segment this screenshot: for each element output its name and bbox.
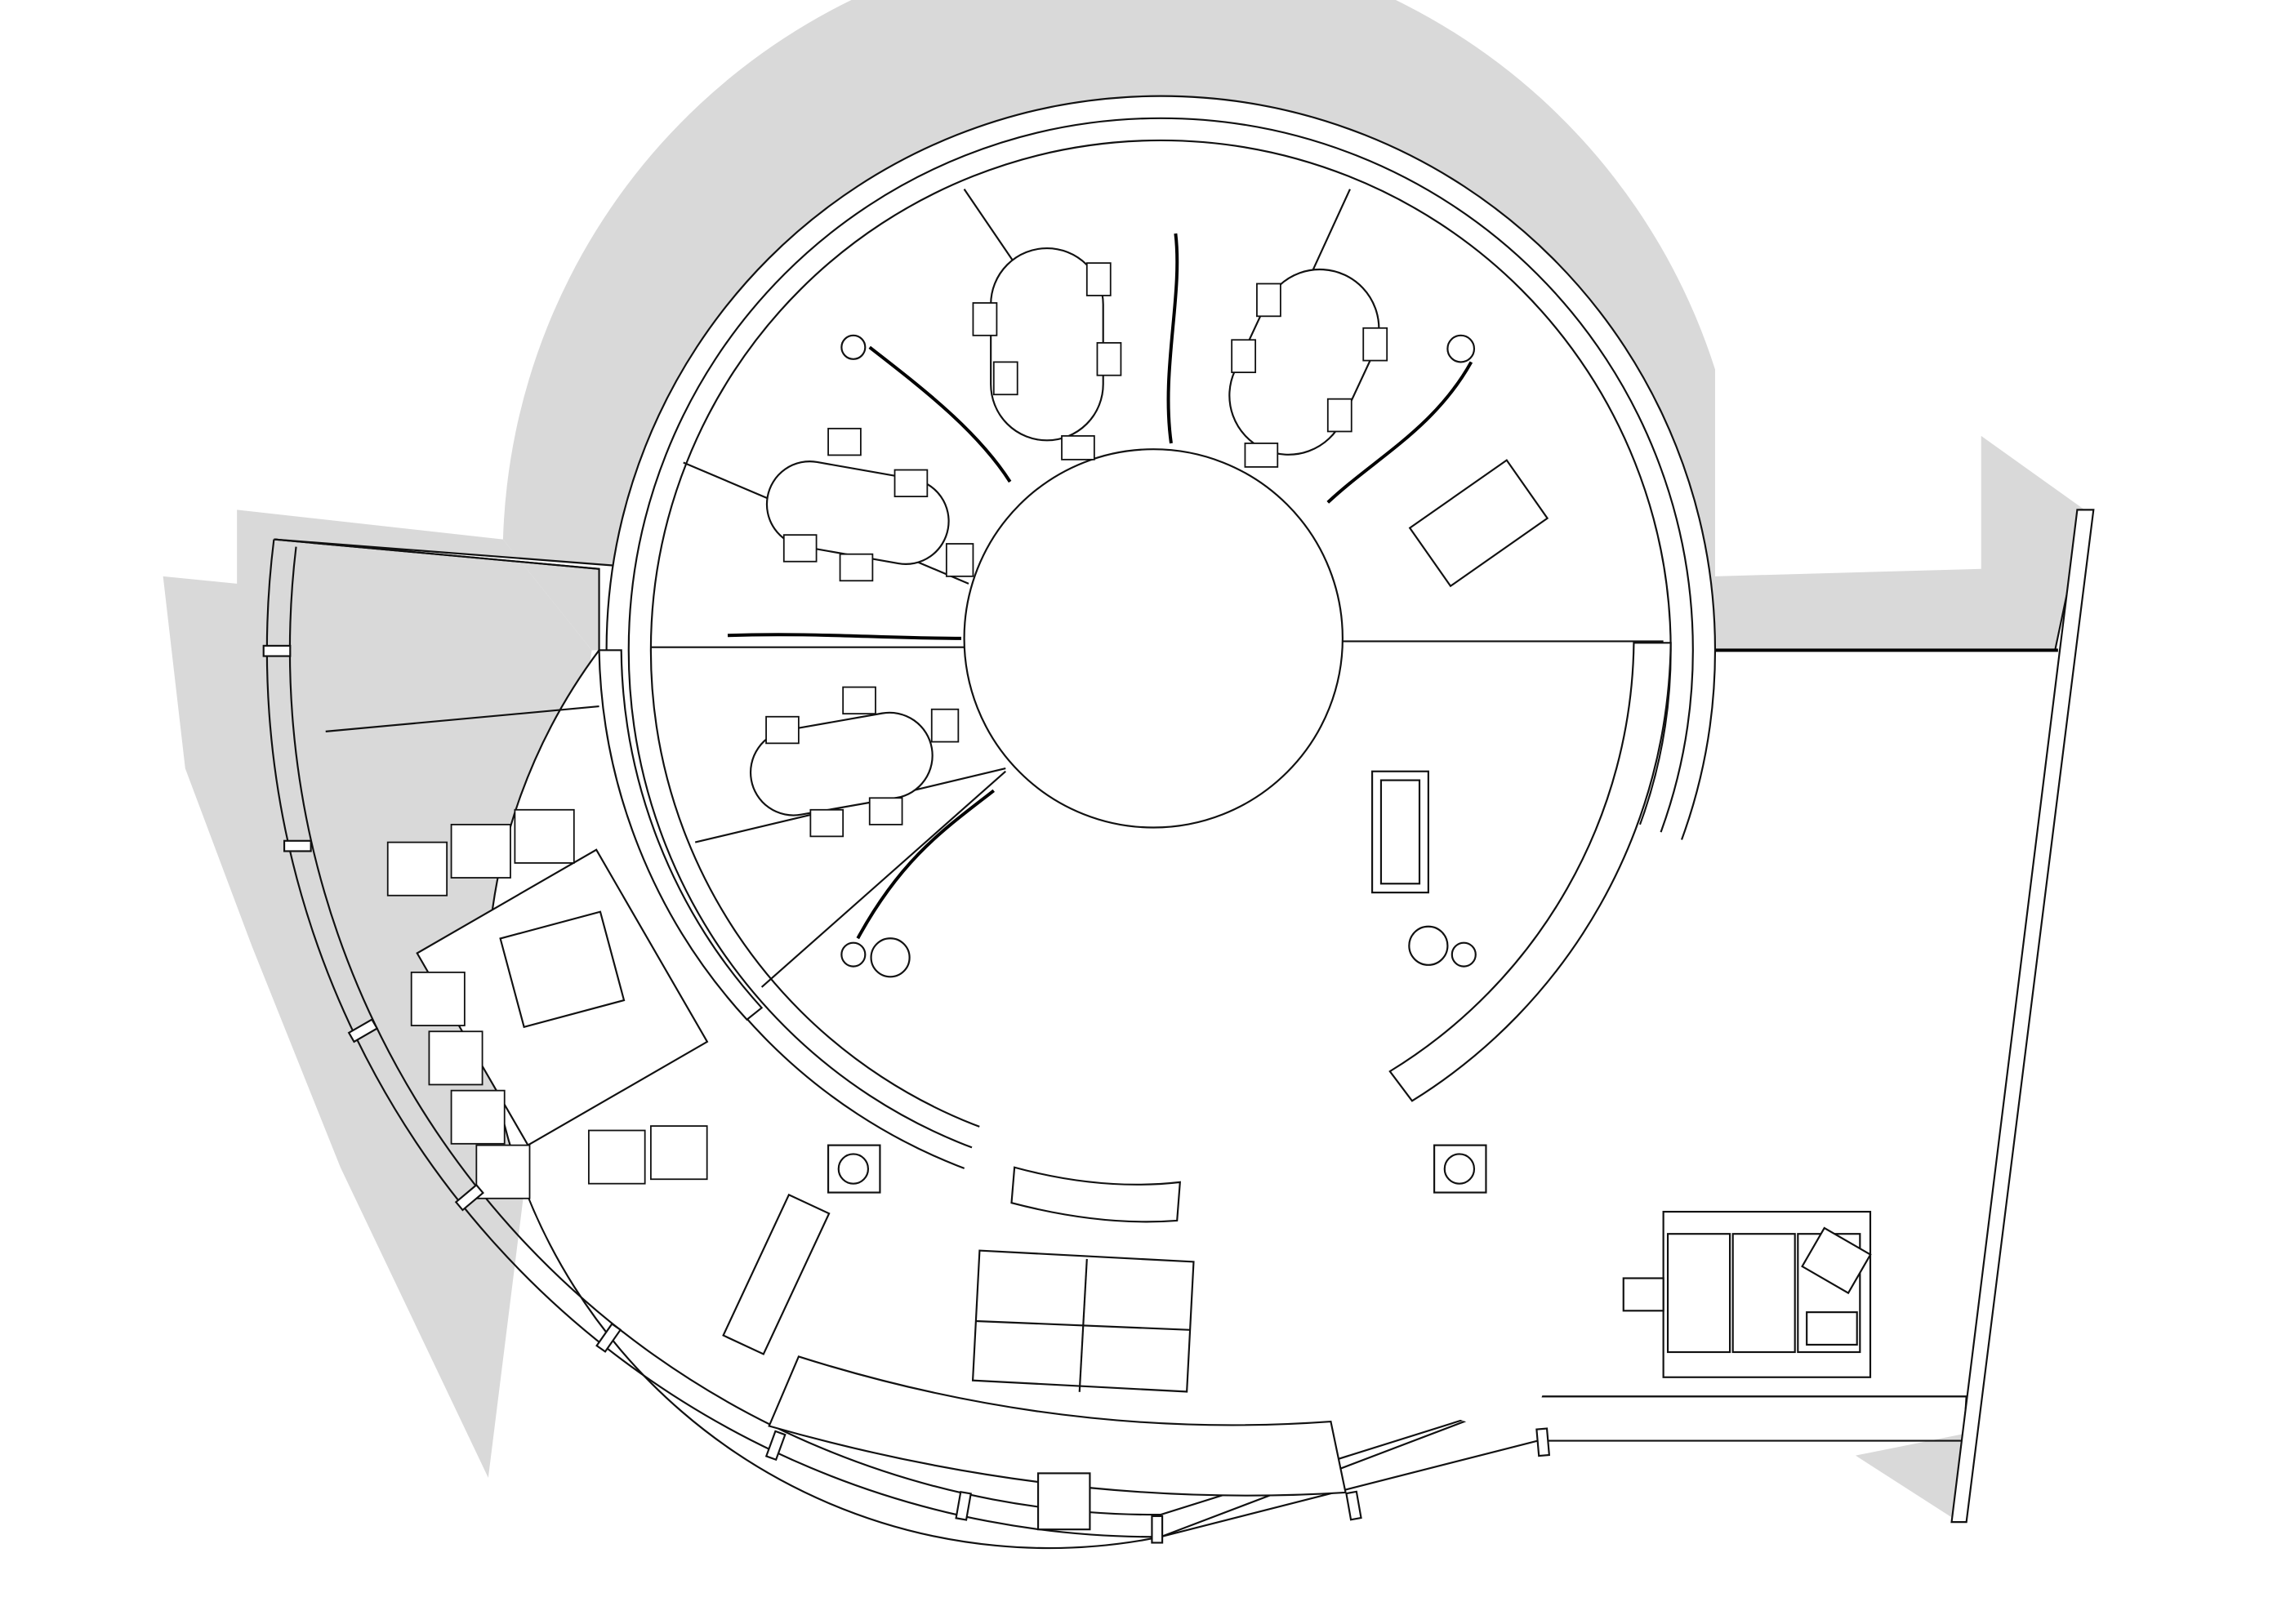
chair <box>782 534 818 563</box>
curved-wall-sw <box>598 649 764 1021</box>
armchair <box>428 1030 484 1086</box>
armchairs <box>386 808 708 1199</box>
pillow <box>1801 1226 1872 1295</box>
chair <box>1362 327 1388 362</box>
desk <box>1408 459 1549 588</box>
column-base <box>1433 1144 1487 1194</box>
wing-divider <box>325 705 599 732</box>
mullion <box>595 1322 622 1353</box>
curved-bench-east <box>1388 642 1672 1102</box>
chair <box>1231 339 1257 373</box>
chair <box>893 469 929 498</box>
mullion <box>1345 1490 1362 1521</box>
lamp <box>1446 334 1476 363</box>
curtain-3 <box>1326 361 1473 504</box>
armchair <box>386 841 448 897</box>
chair <box>868 797 903 825</box>
chair <box>1256 283 1281 318</box>
sofa <box>722 1193 831 1355</box>
shadow-wing-left <box>163 509 592 1478</box>
chair <box>1085 262 1112 296</box>
chair <box>765 715 800 745</box>
column <box>1443 1153 1476 1185</box>
pillow <box>1806 1311 1858 1346</box>
planter-inner <box>1379 779 1421 885</box>
chair <box>842 686 876 715</box>
armchair <box>410 971 466 1026</box>
column <box>837 1153 870 1185</box>
chair <box>827 427 862 456</box>
armchair <box>475 1144 531 1199</box>
chair <box>1061 434 1095 461</box>
right-wall <box>1950 509 2095 1524</box>
lounge <box>386 642 1672 1531</box>
curtain-5 <box>856 789 996 940</box>
armchair <box>450 1089 506 1145</box>
armchair <box>649 1125 708 1181</box>
meeting-tables <box>749 247 1388 838</box>
chair <box>972 302 998 336</box>
chair <box>839 553 874 582</box>
chair <box>1096 341 1122 376</box>
central-atrium <box>963 448 1344 829</box>
chair <box>945 543 974 577</box>
divider-ssw <box>760 770 1006 988</box>
stool <box>1408 925 1449 966</box>
mullion <box>262 644 292 657</box>
curtain-2 <box>1166 233 1179 444</box>
bottom-opening <box>1036 1472 1091 1531</box>
chair <box>1326 398 1352 433</box>
stool <box>840 941 867 968</box>
armchair <box>587 1129 646 1185</box>
mullion <box>454 1183 484 1212</box>
curtain-1 <box>868 345 1012 483</box>
shadow-right <box>1714 435 2085 651</box>
mullion <box>764 1430 787 1462</box>
window-mullions <box>262 644 1551 1544</box>
stool <box>1451 941 1477 968</box>
chairs <box>765 262 1388 838</box>
mullion <box>955 1490 972 1521</box>
chair <box>809 808 844 838</box>
chair <box>930 708 960 743</box>
wing-top-wall <box>274 538 599 570</box>
stool <box>870 937 911 978</box>
mullion <box>347 1018 379 1043</box>
lamp <box>840 334 867 360</box>
mullion <box>1151 1515 1164 1544</box>
shadow-bottom-right <box>1855 1433 1967 1523</box>
bench <box>1010 1166 1181 1223</box>
bottom-counter <box>768 1355 1347 1497</box>
armchair <box>450 823 511 879</box>
bed <box>1666 1233 1731 1354</box>
chair <box>1244 443 1279 468</box>
ladder <box>1622 1277 1664 1312</box>
chair <box>992 361 1018 396</box>
bed <box>1731 1233 1796 1354</box>
main-round-building <box>598 95 1738 1444</box>
mullion <box>283 839 312 852</box>
ping-pong-centerline <box>976 1319 1191 1331</box>
mullion <box>1535 1427 1551 1457</box>
armchair <box>514 808 575 864</box>
curtain-4 <box>727 633 961 640</box>
column-base <box>827 1144 881 1194</box>
bunk-area <box>1622 1210 1872 1378</box>
open-sector <box>941 647 1738 1444</box>
coffee-table <box>499 910 626 1029</box>
